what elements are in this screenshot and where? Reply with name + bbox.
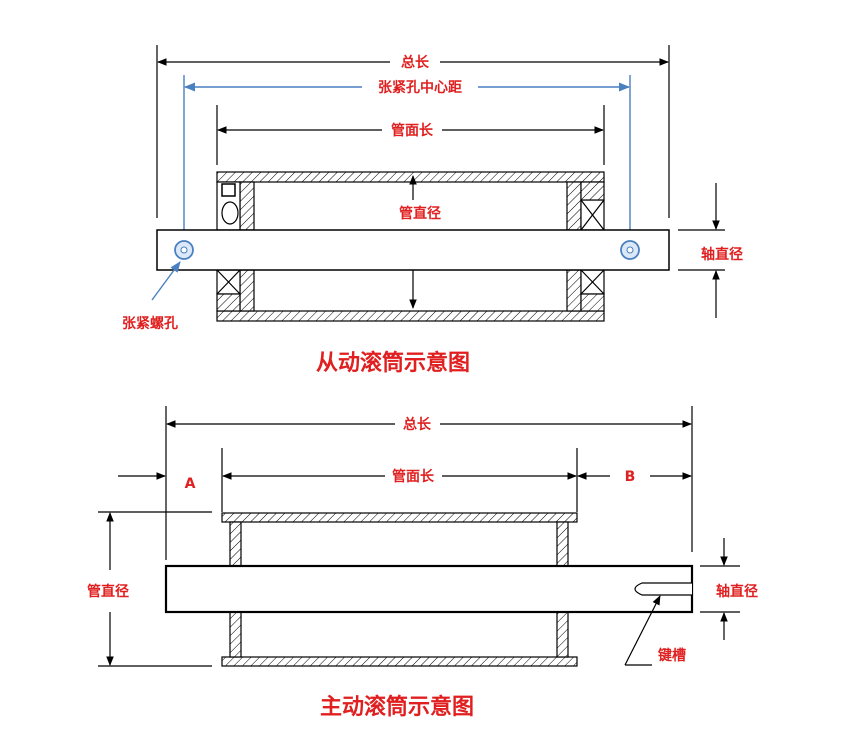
driven-tube-top-wall — [216, 171, 605, 183]
drive-roller-drawing: 总长 A 管面长 B 管直径 轴直径 — [87, 406, 758, 720]
drive-left-cap-top — [229, 521, 242, 567]
driven-right-cap-top — [566, 181, 582, 231]
driven-face-length-label: 管面长 — [391, 122, 434, 139]
driven-left-bearing-square — [221, 183, 236, 197]
drive-shaft-diameter-label: 轴直径 — [716, 583, 758, 600]
driven-title: 从动滚筒示意图 — [316, 350, 470, 376]
keyway-slot — [634, 582, 692, 596]
drive-shaft — [164, 564, 694, 614]
driven-shaft-diameter-label: 轴直径 — [701, 246, 743, 263]
tension-hole-pointer — [151, 261, 181, 301]
keyway-label: 键槽 — [657, 647, 686, 664]
drive-tube-diameter-label: 管直径 — [87, 583, 129, 600]
label-b: B — [625, 469, 636, 485]
driven-right-bearing-cap — [580, 181, 605, 201]
driven-left-cap-bottom — [239, 269, 255, 312]
driven-shaft — [156, 229, 670, 271]
keyway-pointer — [624, 595, 661, 666]
driven-tube-bottom-wall — [216, 310, 605, 322]
tension-hole-label: 张紧螺孔 — [122, 315, 178, 332]
driven-left-bearing-ball — [221, 201, 239, 225]
drive-right-cap-top — [556, 521, 569, 567]
driven-right-cap-bottom — [566, 269, 582, 312]
drive-tube-top-wall — [221, 512, 578, 523]
drive-right-cap-bottom — [556, 611, 569, 658]
driven-right-bearing-base — [580, 293, 605, 312]
driven-total-length-label: 总长 — [401, 54, 430, 71]
driven-left-bearing-base — [216, 293, 241, 312]
driven-left-cap-top — [239, 181, 255, 231]
drive-total-length-label: 总长 — [403, 416, 432, 433]
drive-title: 主动滚筒示意图 — [320, 694, 474, 720]
drive-face-length-label: 管面长 — [392, 468, 435, 485]
drive-left-cap-bottom — [229, 611, 242, 658]
drive-tube-bottom-wall — [221, 656, 578, 667]
driven-roller-drawing: 总长 张紧孔中心距 管面长 — [122, 45, 743, 376]
label-a: A — [185, 476, 196, 492]
hole-center-distance-label: 张紧孔中心距 — [378, 79, 462, 96]
driven-tube-diameter-label: 管直径 — [399, 205, 441, 222]
